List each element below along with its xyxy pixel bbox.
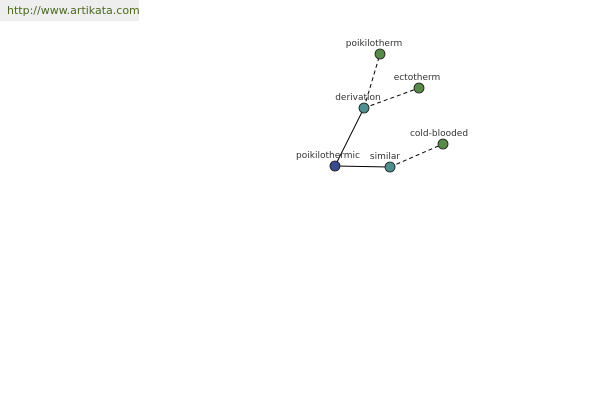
node-ectotherm-label[interactable]: ectotherm — [394, 73, 441, 83]
node-poikilotherm-dot[interactable] — [374, 48, 386, 60]
node-ectotherm[interactable]: ectotherm — [394, 73, 441, 94]
node-similar[interactable]: similar — [370, 152, 400, 173]
node-cold-blooded-dot[interactable] — [437, 138, 449, 150]
node-poikilotherm[interactable]: poikilotherm — [346, 39, 403, 60]
node-derivation[interactable]: derivation — [335, 93, 381, 114]
node-derivation-dot[interactable] — [358, 102, 370, 114]
node-poikilotherm-label[interactable]: poikilotherm — [346, 39, 403, 49]
node-derivation-label[interactable]: derivation — [335, 93, 381, 103]
edge-similar-cold-blooded — [389, 143, 444, 168]
node-cold-blooded[interactable]: cold-blooded — [410, 129, 468, 150]
site-url-link[interactable]: http://www.artikata.com — [7, 4, 140, 17]
node-poikilothermic-dot[interactable] — [329, 160, 341, 172]
node-poikilothermic-label[interactable]: poikilothermic — [296, 151, 360, 161]
edge-poikilothermic-similar — [334, 165, 391, 168]
node-similar-dot[interactable] — [384, 161, 396, 173]
node-poikilothermic[interactable]: poikilothermic — [296, 151, 360, 172]
node-similar-label[interactable]: similar — [370, 152, 400, 162]
node-cold-blooded-label[interactable]: cold-blooded — [410, 129, 468, 139]
node-ectotherm-dot[interactable] — [413, 82, 425, 94]
edge-derivation-poikilotherm — [363, 53, 381, 109]
url-bar: http://www.artikata.com — [0, 0, 140, 21]
edge-derivation-ectotherm — [363, 87, 420, 109]
edge-poikilothermic-derivation — [334, 107, 365, 167]
